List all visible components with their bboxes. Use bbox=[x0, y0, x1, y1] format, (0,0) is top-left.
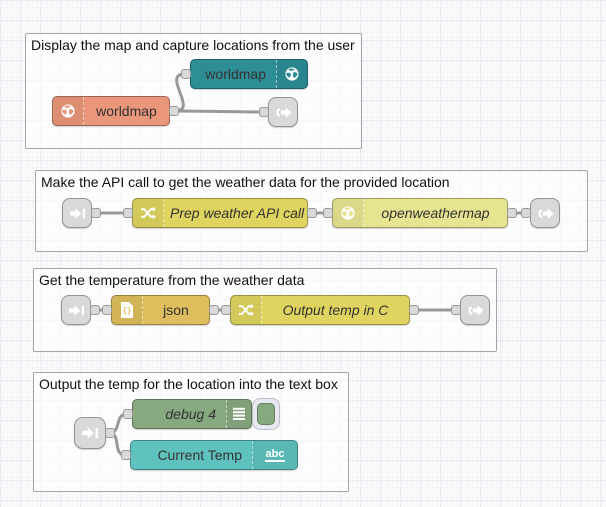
node-openweathermap[interactable]: openweathermap bbox=[323, 198, 517, 228]
wire[interactable] bbox=[173, 109, 265, 114]
group-title: Output the temp for the location into th… bbox=[39, 376, 338, 392]
output-port[interactable] bbox=[105, 428, 115, 438]
node-label: Prep weather API call bbox=[170, 205, 305, 221]
output-port[interactable] bbox=[307, 208, 317, 218]
output-port[interactable] bbox=[507, 208, 517, 218]
input-port[interactable] bbox=[521, 208, 531, 218]
input-port[interactable] bbox=[123, 208, 133, 218]
node-link-in[interactable] bbox=[62, 198, 101, 228]
node-current-temp[interactable]: Current Temp abc bbox=[121, 440, 298, 470]
output-port[interactable] bbox=[91, 208, 101, 218]
group-title: Get the temperature from the weather dat… bbox=[39, 272, 305, 288]
shuffle-icon bbox=[231, 296, 262, 324]
svg-text:{}: {} bbox=[123, 306, 132, 315]
node-json[interactable]: {} json bbox=[102, 295, 219, 325]
group-title: Display the map and capture locations fr… bbox=[31, 37, 355, 53]
globe-icon bbox=[333, 199, 364, 227]
input-port[interactable] bbox=[123, 409, 133, 419]
input-port[interactable] bbox=[121, 450, 131, 460]
node-output-temp-in-c[interactable]: Output temp in C bbox=[221, 295, 419, 325]
output-port[interactable] bbox=[169, 106, 179, 116]
node-link-out[interactable] bbox=[451, 295, 490, 325]
shuffle-icon bbox=[133, 199, 164, 227]
node-link-in[interactable] bbox=[61, 295, 100, 325]
node-label: Current Temp bbox=[157, 447, 242, 463]
node-label: openweathermap bbox=[381, 205, 490, 221]
node-worldmap-display[interactable]: worldmap bbox=[181, 59, 308, 89]
input-port[interactable] bbox=[451, 305, 461, 315]
node-label: debug 4 bbox=[165, 406, 216, 422]
input-port[interactable] bbox=[181, 69, 191, 79]
output-port[interactable] bbox=[209, 305, 219, 315]
abc-icon: abc bbox=[252, 441, 297, 469]
debug-toggle-button[interactable] bbox=[252, 398, 280, 430]
link-out-icon bbox=[275, 104, 292, 121]
input-port[interactable] bbox=[221, 305, 231, 315]
input-port[interactable] bbox=[323, 208, 333, 218]
output-port[interactable] bbox=[90, 305, 100, 315]
node-link-out[interactable] bbox=[521, 198, 560, 228]
node-label: worldmap bbox=[96, 103, 157, 119]
input-port[interactable] bbox=[102, 305, 112, 315]
json-file-icon: {} bbox=[112, 296, 143, 324]
list-icon bbox=[226, 400, 251, 428]
link-in-icon bbox=[68, 302, 85, 319]
globe-icon bbox=[53, 97, 84, 125]
input-port[interactable] bbox=[259, 107, 269, 117]
node-label: Output temp in C bbox=[282, 302, 389, 318]
debug-toggle-state bbox=[257, 403, 275, 425]
link-in-icon bbox=[81, 424, 99, 442]
group-display-map[interactable]: Display the map and capture locations fr… bbox=[25, 33, 362, 149]
node-link-out[interactable] bbox=[259, 97, 298, 127]
link-out-icon bbox=[467, 302, 484, 319]
node-debug-4[interactable]: debug 4 bbox=[123, 399, 252, 429]
link-out-icon bbox=[537, 205, 554, 222]
globe-icon bbox=[276, 60, 307, 88]
output-port[interactable] bbox=[409, 305, 419, 315]
link-in-icon bbox=[69, 205, 86, 222]
node-label: worldmap bbox=[205, 66, 266, 82]
node-prep-weather-api-call[interactable]: Prep weather API call bbox=[123, 198, 317, 228]
group-title: Make the API call to get the weather dat… bbox=[41, 174, 450, 190]
node-link-in[interactable] bbox=[74, 417, 115, 449]
node-label: json bbox=[163, 302, 189, 318]
node-worldmap-in[interactable]: worldmap bbox=[52, 96, 179, 126]
